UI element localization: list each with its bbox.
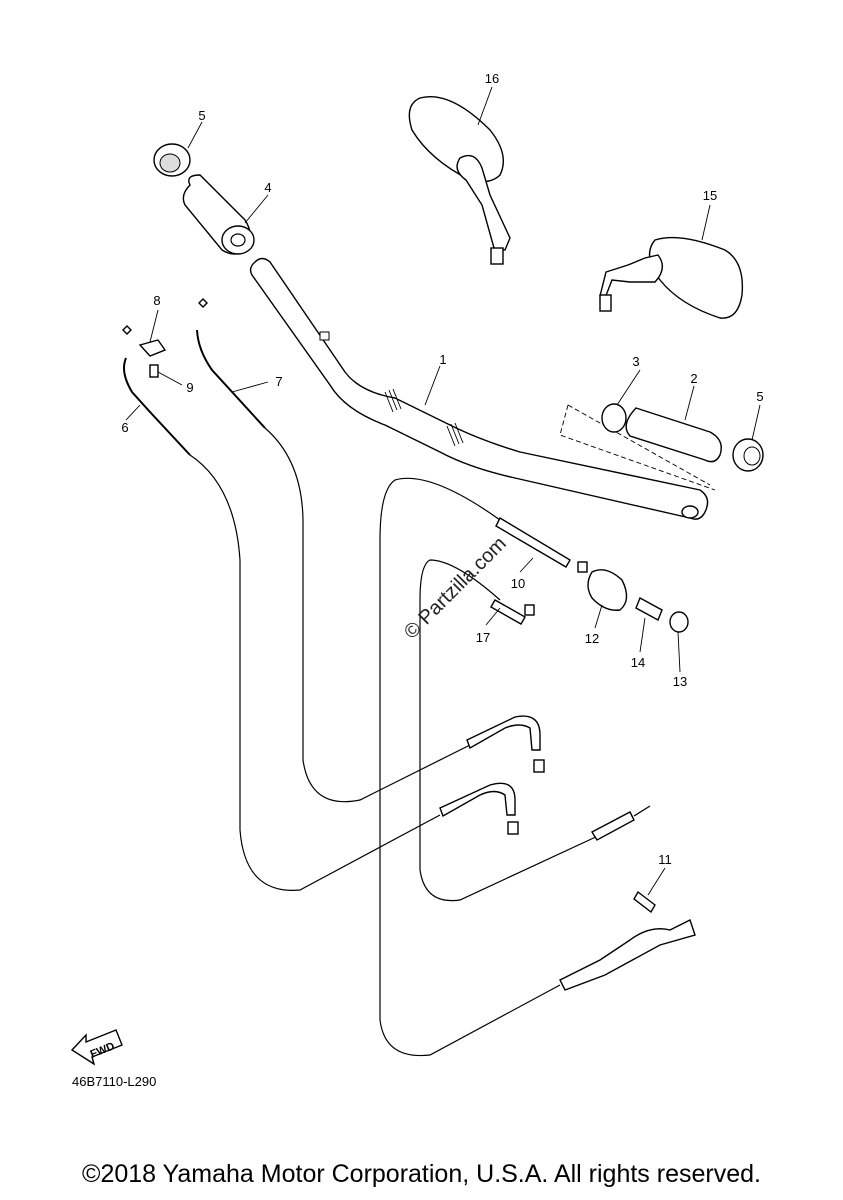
callout-1: 1 bbox=[439, 352, 446, 367]
callout-8: 8 bbox=[153, 293, 160, 308]
callout-4: 4 bbox=[264, 180, 271, 195]
callout-14: 14 bbox=[631, 655, 645, 670]
callout-16: 16 bbox=[485, 71, 499, 86]
callout-12: 12 bbox=[585, 631, 599, 646]
mirror-right bbox=[599, 236, 744, 319]
fwd-arrow-icon: FWD bbox=[70, 1029, 123, 1066]
throttle-grip bbox=[182, 174, 255, 255]
diagram-code: 46B7110-L290 bbox=[72, 1074, 156, 1089]
callout-11: 11 bbox=[658, 852, 672, 867]
copyright-notice: ©2018 Yamaha Motor Corporation, U.S.A. A… bbox=[82, 1160, 761, 1188]
watermark: © Partzilla.com bbox=[400, 533, 511, 644]
callout-3: 3 bbox=[632, 354, 639, 369]
callout-5-top: 5 bbox=[198, 108, 205, 123]
callout-7: 7 bbox=[275, 374, 282, 389]
leader-lines bbox=[125, 86, 761, 896]
callout-10: 10 bbox=[511, 576, 525, 591]
handlebar bbox=[249, 257, 709, 520]
callout-13: 13 bbox=[673, 674, 687, 689]
callout-2: 2 bbox=[690, 371, 697, 386]
callout-9: 9 bbox=[186, 380, 193, 395]
throttle-cables bbox=[123, 329, 545, 891]
callout-labels: 1 2 3 4 5 5 6 7 8 9 10 11 12 13 14 15 16… bbox=[121, 71, 763, 867]
right-grip-assembly bbox=[559, 403, 764, 491]
callout-6: 6 bbox=[121, 420, 128, 435]
mirror-left bbox=[408, 96, 511, 265]
callout-5-right: 5 bbox=[756, 389, 763, 404]
clutch-cable bbox=[379, 477, 696, 1057]
grip-end-cap-left bbox=[153, 143, 191, 177]
small-fasteners bbox=[122, 298, 208, 378]
callout-17: 17 bbox=[476, 630, 490, 645]
callout-15: 15 bbox=[703, 188, 717, 203]
